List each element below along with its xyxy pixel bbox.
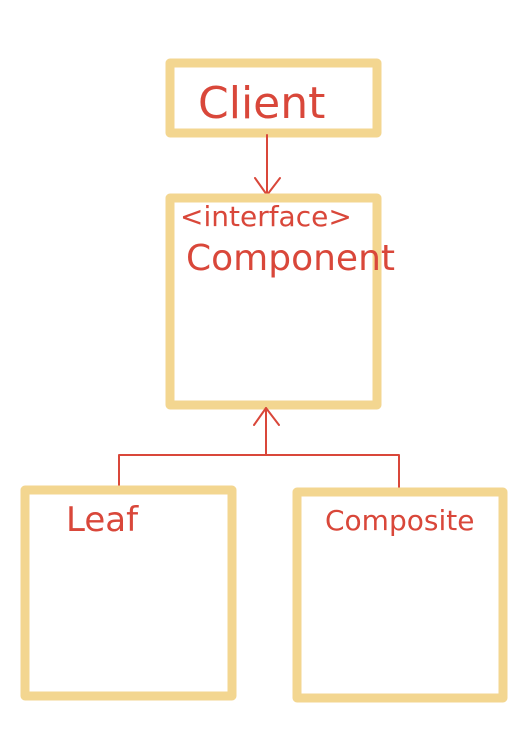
composite-box (292, 487, 508, 703)
inheritance-lines (118, 454, 400, 490)
leaf-label: Leaf (66, 500, 139, 540)
component-box (165, 193, 382, 410)
leaf-node: Leaf (20, 485, 237, 701)
composite-label: Composite (325, 504, 474, 537)
client-label: Client (198, 78, 325, 129)
component-node: <interface> Component (165, 193, 395, 410)
client-node: Client (165, 58, 382, 138)
composite-node: Composite (292, 487, 508, 703)
inheritance-arrowhead (253, 407, 280, 426)
client-box (165, 58, 382, 138)
component-stereotype: <interface> (180, 200, 352, 233)
inheritance-connector (118, 407, 400, 490)
client-to-component-arrow (254, 134, 281, 196)
leaf-box (20, 485, 237, 701)
component-label: Component (186, 238, 395, 279)
